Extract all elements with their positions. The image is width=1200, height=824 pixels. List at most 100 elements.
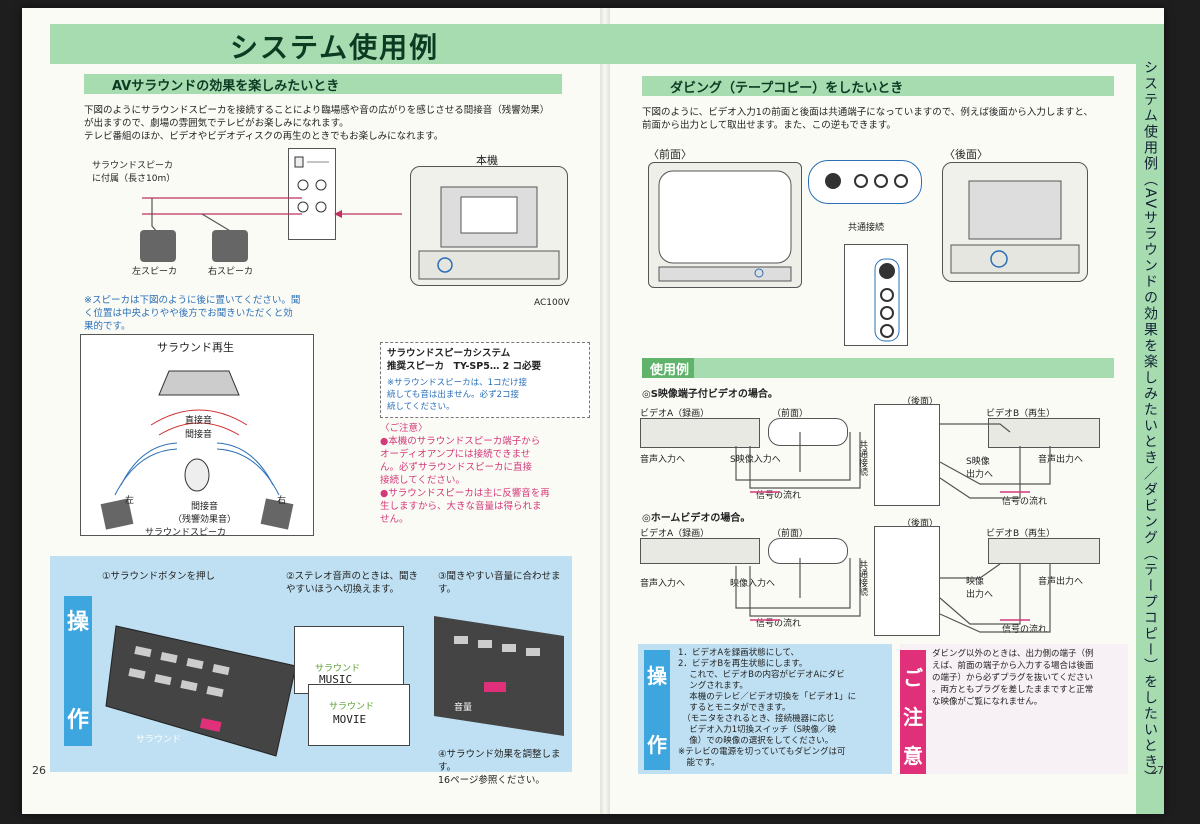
step-2: ②ステレオ音声のときは、聞き やすいほうへ切換えます。 [286, 570, 418, 596]
caution-line: な映像がご覧になれません。 [932, 697, 1043, 707]
s-out-line: 出力へ [966, 470, 994, 480]
right-speaker-label: 右スピーカ [208, 267, 254, 277]
book-gutter [600, 8, 610, 814]
caution-tag: ご 注 意 [900, 650, 926, 774]
audio-in-label-2: 音声入力へ [640, 579, 686, 589]
rear-jacks-1 [874, 404, 940, 506]
tv-rear-icon-right [950, 180, 1080, 274]
rear-terminals-icon [874, 258, 900, 342]
step-1: ①サラウンドボタンを押し [102, 571, 216, 582]
surround-intro: 下図のようにサラウンドスピーカを接続することにより臨場感や音の広がりを感じさせる… [84, 104, 564, 143]
surround-speaker-label: サラウンドスピーカ [145, 528, 227, 538]
indirect-sound-label: 間接音 [185, 430, 213, 440]
direct-sound-label: 直接音 [185, 416, 213, 426]
signal-flow-label-1: 信号の流れ [756, 491, 802, 501]
caution-line: ん。必ずサラウンドスピーカに直接 [380, 462, 533, 473]
dubbing-step-line: ※テレビの電源を切っていてもダビングは可 [678, 747, 846, 757]
movie-label: MOVIE [333, 713, 367, 726]
page-title: システム使用例 [230, 31, 440, 64]
common-connection-vertical-2: 共通接続 [857, 560, 867, 596]
ac-label: AC100V [534, 298, 570, 308]
step-4: ④サラウンド効果を調整します。 16ページ参照ください。 [438, 748, 572, 787]
tv-front-icon [658, 170, 792, 282]
dubbing-steps: 1．ビデオAを録画状態にして、 2．ビデオBを再生状態にします。 これで、ビデオ… [678, 648, 892, 769]
step-2-line: ②ステレオ音声のときは、聞き [286, 571, 419, 582]
v-out-line: 映像 [966, 577, 985, 587]
remote-surround-label: サラウンド [136, 735, 182, 745]
video-b-label-1: ビデオB（再生） [986, 409, 1056, 419]
caution-tag-char: 注 [903, 705, 923, 729]
caution-tag-char: 意 [903, 744, 923, 768]
rear-small-label-1: （後面） [902, 397, 939, 407]
audio-in-label-1: 音声入力へ [640, 455, 686, 465]
section-header-dubbing-text: ダビング（テープコピー）をしたいとき [670, 81, 904, 96]
video-a-label-2: ビデオA（録画） [640, 529, 710, 539]
dubbing-step-line: これで、ビデオBの内容がビデオAにダビ [678, 670, 845, 680]
operation-tag: 操 作 [64, 596, 92, 746]
step-2-line: やすいほうへ切換えます。 [286, 584, 400, 595]
signal-flow-label-2b: 信号の流れ [1002, 625, 1048, 635]
page-number-left: 26 [32, 764, 46, 777]
section-header-surround-text: AVサラウンドの効果を楽しみたいとき [112, 79, 340, 94]
front-jacks-1 [768, 418, 848, 446]
dubbing-caution-text: ダビング以外のときは、出力側の端子（例 えば、前面の端子から入力する場合は後面 … [932, 648, 1124, 708]
operation-tag-char: 操 [647, 664, 667, 688]
operation-tag-char: 操 [66, 610, 89, 635]
front-terminal-closeup [808, 160, 922, 204]
common-connection-label: 共通接続 [848, 223, 885, 233]
reverb-label: 間接音 （残響効果音） [173, 499, 236, 525]
caution-line: の端子）から必ずプラグを抜いてください [932, 673, 1093, 683]
signal-flow-label-2: 信号の流れ [756, 619, 802, 629]
speaker-system-title: サラウンドスピーカシステム [387, 348, 511, 359]
dubbing-wiring-lines [735, 423, 1051, 633]
front-small-label-2: （前面） [772, 529, 809, 539]
dubbing-step-line: 像）での映像の選択をしてください。 [678, 736, 834, 746]
remote-volume-icon [434, 616, 564, 736]
case-home-video: ◎ホームビデオの場合。 [642, 513, 751, 524]
dubbing-step-line: ビデオ入力1切換スイッチ（S映像／映 [678, 725, 837, 735]
caution-line: えば、前面の端子から入力する場合は後面 [932, 661, 1094, 671]
dubbing-step-line: 本機のテレビ／ビデオ切換を「ビデオ1」に [678, 692, 857, 702]
usage-example-tab [642, 358, 694, 378]
video-in-label: 映像入力へ [730, 579, 776, 589]
dubbing-operation-panel: 操 作 1．ビデオAを録画状態にして、 2．ビデオBを再生状態にします。 これで… [638, 644, 892, 774]
right-channel-label: 右 [277, 496, 287, 506]
dubbing-caution-panel: ご 注 意 ダビング以外のときは、出力側の端子（例 えば、前面の端子から入力する… [900, 644, 1128, 774]
front-jacks-2 [768, 538, 848, 564]
caution-line: せん。 [380, 514, 409, 525]
caution-line: 。両方ともプラグを差したままですと正常 [932, 685, 1094, 695]
step-4-line: ④サラウンド効果を調整します。 [438, 749, 561, 773]
volume-label: 音量 [454, 703, 473, 713]
surround-operation-panel: 操 作 ①サラウンドボタンを押し ②ステレオ音声のときは、聞き やすいほうへ切換… [50, 556, 572, 786]
caution-line: オーディオアンプには接続できませ [380, 449, 531, 460]
intro-line: 前面から出力として取出せます。また、この逆もできます。 [642, 120, 896, 131]
note-line: 続してください。 [387, 402, 455, 412]
video-b-label-2: ビデオB（再生） [986, 529, 1056, 539]
intro-line: テレビ番組のほか、ビデオやビデオディスクの再生のときでもお楽しみになれます。 [84, 131, 444, 142]
movie-mode-display: サラウンド MOVIE [308, 684, 410, 746]
audio-out-label-1: 音声出力へ [1038, 455, 1084, 465]
step-3: ③聞きやすい音量に合わせます。 [438, 571, 561, 595]
section-header-dubbing: ダビング（テープコピー）をしたいとき [642, 76, 1114, 96]
tv-rear-icon [418, 186, 560, 280]
terminal-panel-icon [294, 156, 329, 213]
speaker-cable-lines [142, 197, 402, 239]
vcr-b-1 [988, 418, 1100, 448]
caution-surround: 〈ご注意〉 ●本機のサラウンドスピーカ端子から オーディオアンプには接続できませ… [380, 422, 590, 526]
operation-tag-right: 操 作 [644, 650, 670, 770]
speaker-placement-note: ※スピーカは下図のように後に置いてください。聞 く位置は中央よりやや後方でお聞き… [84, 294, 324, 333]
caution-line: ダビング以外のときは、出力側の端子（例 [932, 649, 1094, 659]
dubbing-step-line: するとモニタができます。 [678, 703, 791, 713]
caution-line: 生しますから、大きな音量は得られま [380, 501, 542, 512]
usage-example-bar: 使用例 [642, 358, 1114, 378]
video-out-label: 映像 出力へ [966, 574, 993, 600]
note-line: 果的です。 [84, 321, 131, 332]
dubbing-step-line: ングされます。 [678, 681, 748, 691]
operation-tag-char: 作 [66, 708, 89, 733]
caution-tag-char: ご [903, 666, 923, 690]
music-label: MUSIC [319, 673, 353, 686]
recommended-speaker: 推奨スピーカ TY-SP5… 2 コ必要 [387, 361, 542, 372]
note-line: ※サラウンドスピーカは、1コだけ接 [387, 378, 528, 388]
case-s-video: ◎S映像端子付ビデオの場合。 [642, 389, 778, 400]
intro-line: 下図のようにサラウンドスピーカを接続することにより臨場感や音の広がりを感じさせる… [84, 105, 550, 116]
